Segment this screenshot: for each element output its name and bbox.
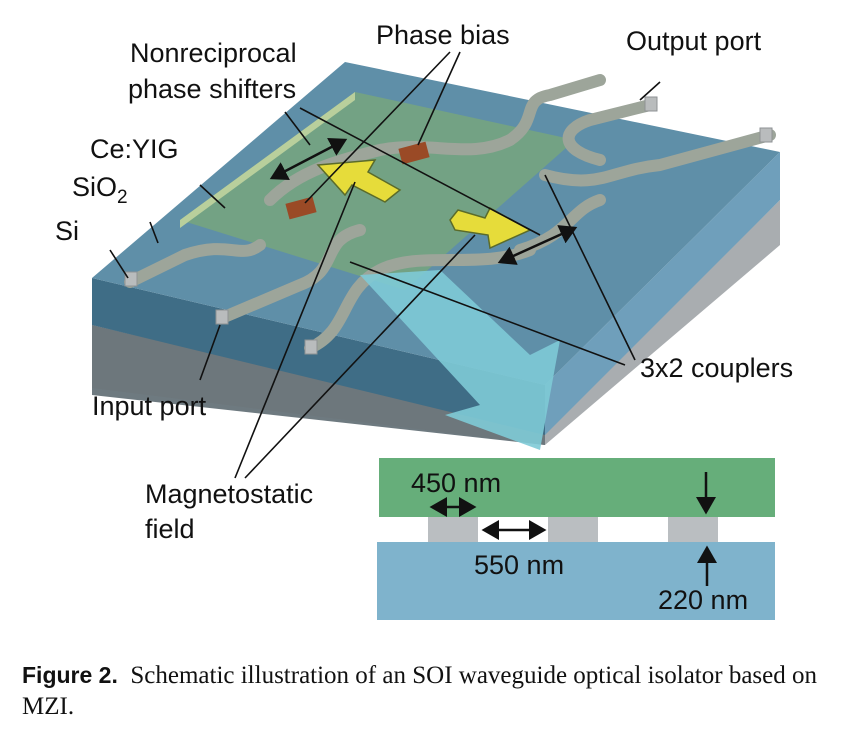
phase-bias-block-1 [398, 141, 430, 165]
label-ceyig: Ce:YIG [90, 134, 179, 164]
label-nonreciprocal-1: Nonreciprocal [130, 38, 297, 68]
label-couplers: 3x2 couplers [640, 353, 793, 383]
phase-bias-block-2 [285, 196, 317, 220]
label-nonreciprocal-2: phase shifters [128, 74, 296, 104]
substrate-right [545, 200, 780, 445]
cross-si-waveguide-1 [428, 517, 478, 542]
gap-label: 550 nm [474, 550, 564, 580]
sio2-text: SiO [72, 172, 117, 202]
figure-caption: Figure 2. Schematic illustration of an S… [22, 660, 822, 722]
ceyig-edge [180, 92, 355, 228]
label-phase-bias: Phase bias [376, 20, 510, 50]
port-right [759, 127, 773, 143]
label-sio2: SiO2 [72, 172, 128, 208]
label-si: Si [55, 216, 79, 246]
label-output-port: Output port [626, 26, 762, 56]
cross-section-pointer [360, 270, 560, 450]
label-input-port: Input port [92, 391, 207, 421]
dimension-arrows [429, 472, 717, 586]
port-output [644, 96, 658, 112]
port-input-2 [304, 339, 318, 355]
height-label: 220 nm [658, 585, 748, 615]
ports [124, 96, 773, 355]
sio2-right [545, 152, 780, 435]
sio2-subscript: 2 [117, 187, 128, 208]
caption-text: Schematic illustration of an SOI wavegui… [22, 662, 817, 720]
leader-lines [109, 51, 661, 479]
sio2-front [92, 278, 545, 435]
isolator-diagram: Nonreciprocal phase shifters Phase bias … [55, 20, 793, 620]
caption-label: Figure 2. [22, 662, 118, 688]
si-substrate-front [92, 325, 545, 445]
cross-si-waveguide-2 [548, 517, 598, 542]
label-magnetostatic-1: Magnetostatic [145, 479, 313, 509]
label-magnetostatic-2: field [145, 514, 195, 544]
cross-si-waveguide-3 [668, 517, 718, 542]
port-input [215, 309, 229, 325]
width-label: 450 nm [411, 468, 501, 498]
port-left [124, 271, 138, 287]
cross-section: 450 nm 550 nm 220 nm [377, 458, 775, 620]
